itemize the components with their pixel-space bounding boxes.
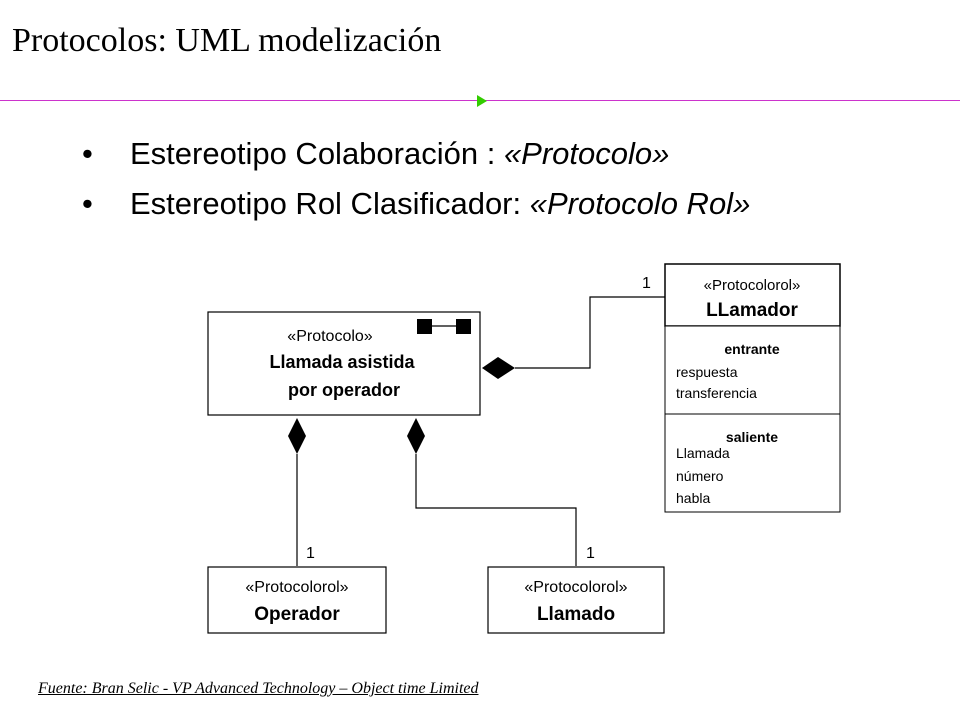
caller-association-line: [515, 296, 665, 369]
callee-association-line: [415, 454, 577, 566]
outgoing-header: saliente: [726, 429, 778, 445]
operator-composition-diamond: [288, 418, 306, 454]
operator-multiplicity: 1: [306, 545, 315, 562]
bullet-marker: •: [82, 136, 93, 171]
callee-multiplicity: 1: [586, 545, 595, 562]
caller-name: LLamador: [706, 300, 798, 321]
operator-stereotype: «Protocolorol»: [245, 579, 348, 596]
outgoing-signal: número: [676, 468, 724, 484]
caller-composition-diamond: [482, 357, 515, 379]
outgoing-signal: habla: [676, 490, 710, 506]
protocol-name-line1: Llamada asistida: [269, 352, 415, 372]
bullet-marker: •: [82, 186, 93, 221]
callee-stereotype: «Protocolorol»: [524, 579, 627, 596]
operator-name: Operador: [254, 604, 340, 625]
incoming-header: entrante: [724, 341, 779, 357]
bullet-text: Estereotipo Colaboración :: [130, 136, 504, 171]
callee-composition-diamond: [407, 418, 425, 454]
callee-box: [487, 566, 665, 634]
incoming-signal: respuesta: [676, 364, 738, 380]
bullet-emphasis: «Protocolo»: [503, 136, 670, 171]
incoming-signal: transferencia: [676, 385, 757, 401]
outgoing-signal: Llamada: [676, 445, 730, 461]
caller-multiplicity: 1: [642, 275, 651, 292]
rule-arrow-icon: [477, 95, 487, 107]
protocol-name-line2: por operador: [288, 380, 400, 400]
bullet-text: Estereotipo Rol Clasificador:: [130, 186, 530, 221]
protocol-box: [207, 311, 481, 416]
callee-name: Llamado: [537, 604, 615, 625]
caller-stereotype: «Protocolorol»: [704, 277, 801, 294]
operator-box: [207, 566, 387, 634]
protocol-stereotype: «Protocolo»: [287, 328, 372, 345]
bullet-classifier-role: • Estereotipo Rol Clasificador: «Protocol…: [82, 186, 750, 222]
caller-signals-box: [664, 325, 841, 513]
source-footer: Fuente: Bran Selic - VP Advanced Technol…: [38, 680, 479, 697]
bullet-collaboration: • Estereotipo Colaboración : «Protocolo»: [82, 136, 669, 172]
bullet-emphasis: «Protocolo Rol»: [529, 186, 751, 221]
port-icon-right: [456, 319, 471, 334]
slide-title: Protocolos: UML modelización: [12, 22, 442, 59]
port-icon-left: [417, 319, 432, 334]
